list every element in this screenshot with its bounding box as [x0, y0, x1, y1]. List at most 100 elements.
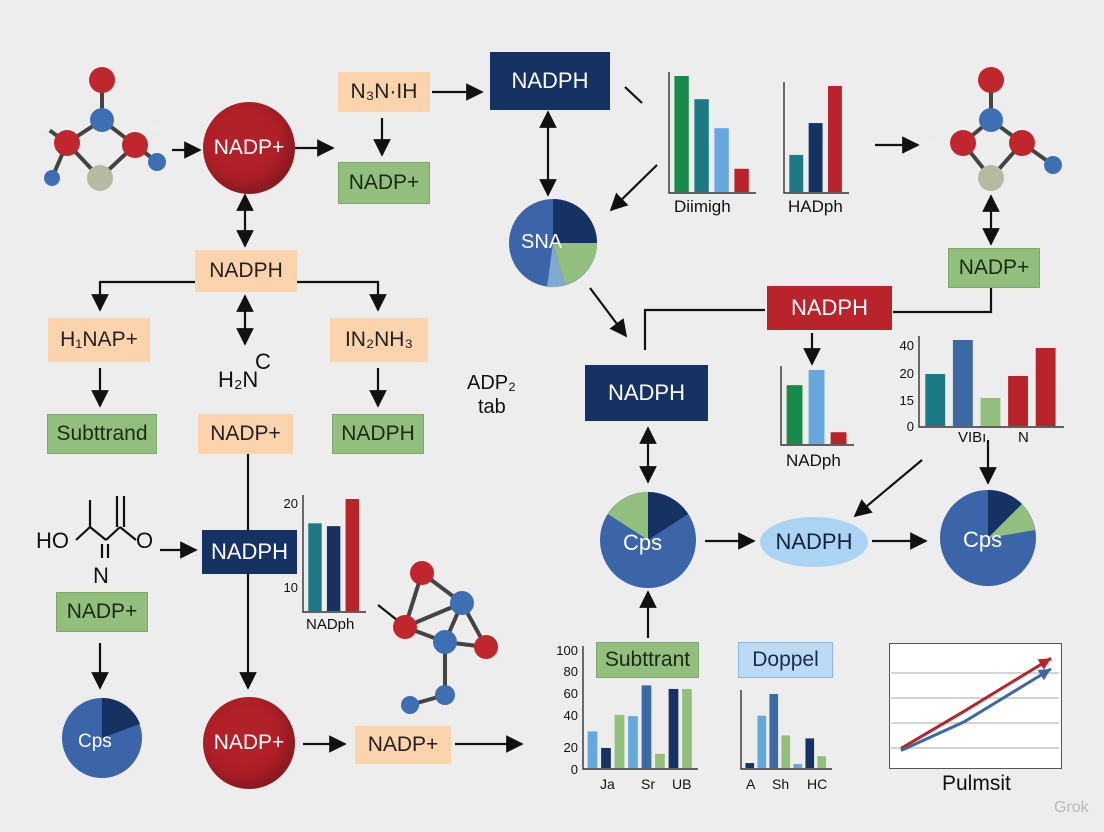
- axis: [582, 646, 698, 770]
- chart-nadph-small-xlabel: NADph: [786, 451, 841, 470]
- nadp-node-green-top: NADP+: [338, 162, 430, 204]
- bar: [757, 715, 767, 768]
- bar: [668, 688, 679, 768]
- nadp-node-green-left2: NADP+: [56, 592, 148, 632]
- n3nh-node: N₃N·IH: [338, 72, 430, 112]
- axis: [783, 82, 849, 194]
- x-tick: Ja: [600, 776, 615, 792]
- bar: [817, 756, 827, 768]
- chart-pulmsit: [891, 657, 1059, 752]
- node-label: NADP+: [213, 731, 285, 754]
- nadp-node-red-bottom: NADP+: [203, 697, 295, 789]
- bar: [793, 764, 803, 768]
- x-tick: VIBı: [958, 429, 987, 446]
- y-tick: 80: [563, 664, 578, 679]
- bar: [830, 432, 847, 444]
- nadp-node-green-right: NADP+: [948, 248, 1040, 288]
- nadp-node-red-top: NADP+: [203, 102, 295, 194]
- bar: [808, 370, 825, 444]
- y-tick: 10: [283, 580, 298, 595]
- series-arrowhead: [1037, 658, 1051, 670]
- nadph-ellipse-node: NADPH: [760, 517, 868, 567]
- node-label: NADPH: [511, 68, 589, 93]
- bar: [628, 716, 638, 768]
- bar: [925, 374, 946, 426]
- n-label: N: [93, 563, 109, 588]
- hnap-node: H₁NAP+: [48, 318, 150, 362]
- y-tick: 20: [563, 740, 578, 755]
- watermark: Grok: [1054, 799, 1089, 816]
- y-tick: 60: [563, 686, 578, 701]
- node-label: NADPH: [341, 422, 415, 445]
- chart-pulmsit-xlabel: Pulmsit: [942, 772, 1011, 795]
- node-label: IN₂NH₃: [344, 328, 414, 351]
- nadph-node-peach-mid: NADPH: [195, 250, 297, 292]
- node-label: N₃N·IH: [350, 80, 418, 103]
- adp2-sub-label: tab: [478, 396, 506, 418]
- nadph-node-navy-top: NADPH: [490, 52, 610, 110]
- h2n-carbon-label: C: [255, 349, 271, 374]
- bar: [827, 86, 842, 192]
- node-label: Subttrant: [604, 648, 691, 671]
- bar: [682, 688, 692, 768]
- bar: [694, 99, 709, 192]
- h2n-label: H₂N: [218, 367, 259, 392]
- nadp-node-peach-left: NADP+: [198, 414, 293, 454]
- pie-cps-left: [62, 697, 142, 778]
- chart-a-sh-hc: [740, 690, 832, 770]
- node-label: NADP+: [66, 600, 138, 623]
- bar: [1008, 376, 1028, 426]
- y-tick: 40: [563, 708, 578, 723]
- chart-nadph-left: [302, 495, 366, 613]
- node-label: NADP+: [367, 733, 439, 756]
- pie-cps-right: [940, 489, 1036, 586]
- ho-label: HO: [36, 528, 69, 553]
- arrow: [853, 459, 923, 518]
- y-tick: 20: [899, 366, 914, 381]
- bar: [601, 747, 611, 768]
- molecule-icon: [393, 561, 498, 714]
- node-label: NADP+: [958, 256, 1030, 279]
- bar: [614, 714, 625, 768]
- axis: [918, 336, 1064, 428]
- node-label: NADPH: [210, 539, 288, 564]
- molecule-icon: [927, 67, 1062, 191]
- chart-ja-sr-ub: [582, 646, 698, 770]
- axis: [780, 366, 854, 446]
- bar: [952, 340, 973, 426]
- x-tick: UB: [672, 776, 692, 792]
- node-label: NADPH: [209, 259, 283, 282]
- node-label: NADP+: [348, 171, 420, 194]
- chart-hadph: [783, 82, 849, 194]
- y-tick: 0: [570, 762, 578, 777]
- bar: [641, 685, 652, 768]
- arrow: [609, 164, 658, 212]
- in2nh-node: IN₂NH₃: [330, 318, 428, 362]
- series-arrowhead: [1037, 668, 1051, 681]
- molecule-icon: [39, 67, 166, 191]
- chart-diimigh-xlabel: Diimigh: [674, 197, 731, 216]
- bar: [326, 526, 341, 611]
- nadph-node-red-right: NADPH: [767, 286, 892, 330]
- doppel-node: Doppel: [738, 642, 833, 678]
- bar: [1035, 348, 1056, 426]
- nadph-node-green-left: NADPH: [332, 414, 424, 454]
- x-tick: HC: [807, 776, 828, 792]
- chart-diimigh: [668, 72, 756, 194]
- subtrand-node: Subttrand: [47, 414, 157, 454]
- y-tick: 0: [906, 419, 914, 434]
- pie-cps-center-label: Cps: [623, 530, 663, 555]
- x-tick: A: [746, 776, 756, 792]
- o-label: O: [136, 528, 154, 553]
- y-tick: 40: [899, 338, 914, 353]
- axis: [740, 690, 832, 770]
- bar: [786, 385, 803, 444]
- nadph-node-navy-center: NADPH: [585, 365, 708, 421]
- pie-cps-center: [600, 492, 696, 588]
- bar: [789, 154, 804, 192]
- bar: [745, 763, 755, 768]
- axis: [302, 495, 366, 613]
- nadph-node-navy-left: NADPH: [202, 530, 297, 574]
